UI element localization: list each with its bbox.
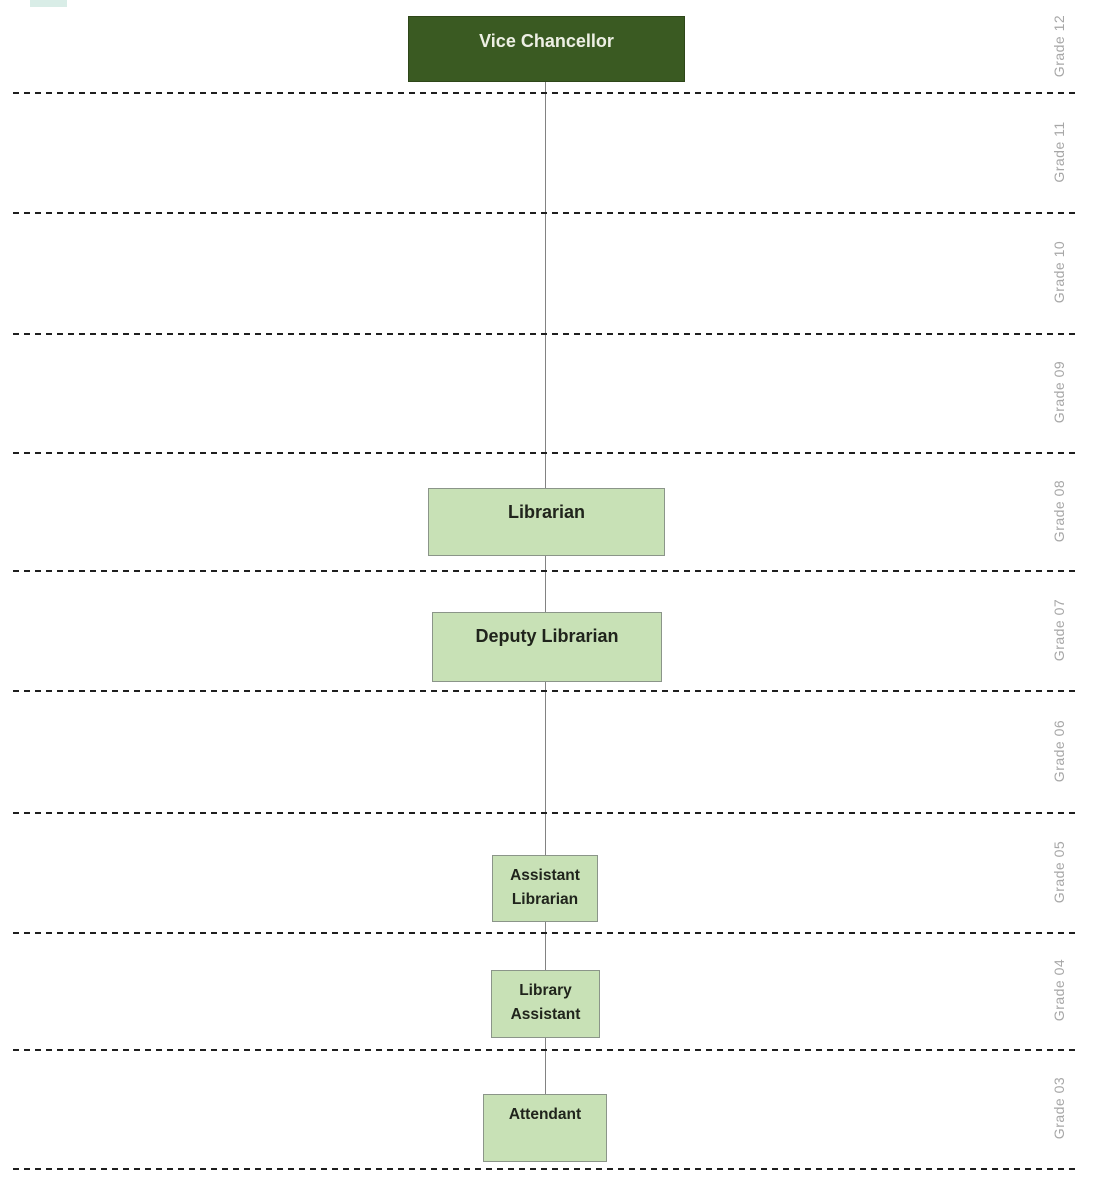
grade-band-label-03: Grade 03 (1051, 1076, 1067, 1140)
grade-band-label-04: Grade 04 (1051, 958, 1067, 1022)
grade-divider (13, 452, 1075, 454)
grade-band-label-07: Grade 07 (1051, 598, 1067, 662)
grade-band-label-05: Grade 05 (1051, 840, 1067, 904)
grade-band-label-09: Grade 09 (1051, 360, 1067, 424)
grade-divider (13, 1049, 1075, 1051)
node-deputy-librarian: Deputy Librarian (432, 612, 662, 682)
grade-divider (13, 1168, 1075, 1170)
node-attendant: Attendant (483, 1094, 607, 1162)
grade-band-label-11: Grade 11 (1051, 121, 1067, 183)
clipped-corner-fragment (30, 0, 67, 7)
grade-band-label-10: Grade 10 (1051, 240, 1067, 304)
node-vice-chancellor: Vice Chancellor (408, 16, 685, 82)
grade-band-label-08: Grade 08 (1051, 479, 1067, 543)
grade-divider (13, 212, 1075, 214)
node-librarian: Librarian (428, 488, 665, 556)
grade-divider (13, 932, 1075, 934)
grade-divider (13, 690, 1075, 692)
hierarchy-connector-line (545, 82, 546, 1094)
grade-band-label-12: Grade 12 (1051, 14, 1067, 78)
grade-divider (13, 812, 1075, 814)
node-library-assistant: Library Assistant (491, 970, 600, 1038)
grade-divider (13, 570, 1075, 572)
node-assistant-librarian: Assistant Librarian (492, 855, 598, 922)
grade-divider (13, 333, 1075, 335)
grade-band-label-06: Grade 06 (1051, 719, 1067, 783)
grade-divider (13, 92, 1075, 94)
